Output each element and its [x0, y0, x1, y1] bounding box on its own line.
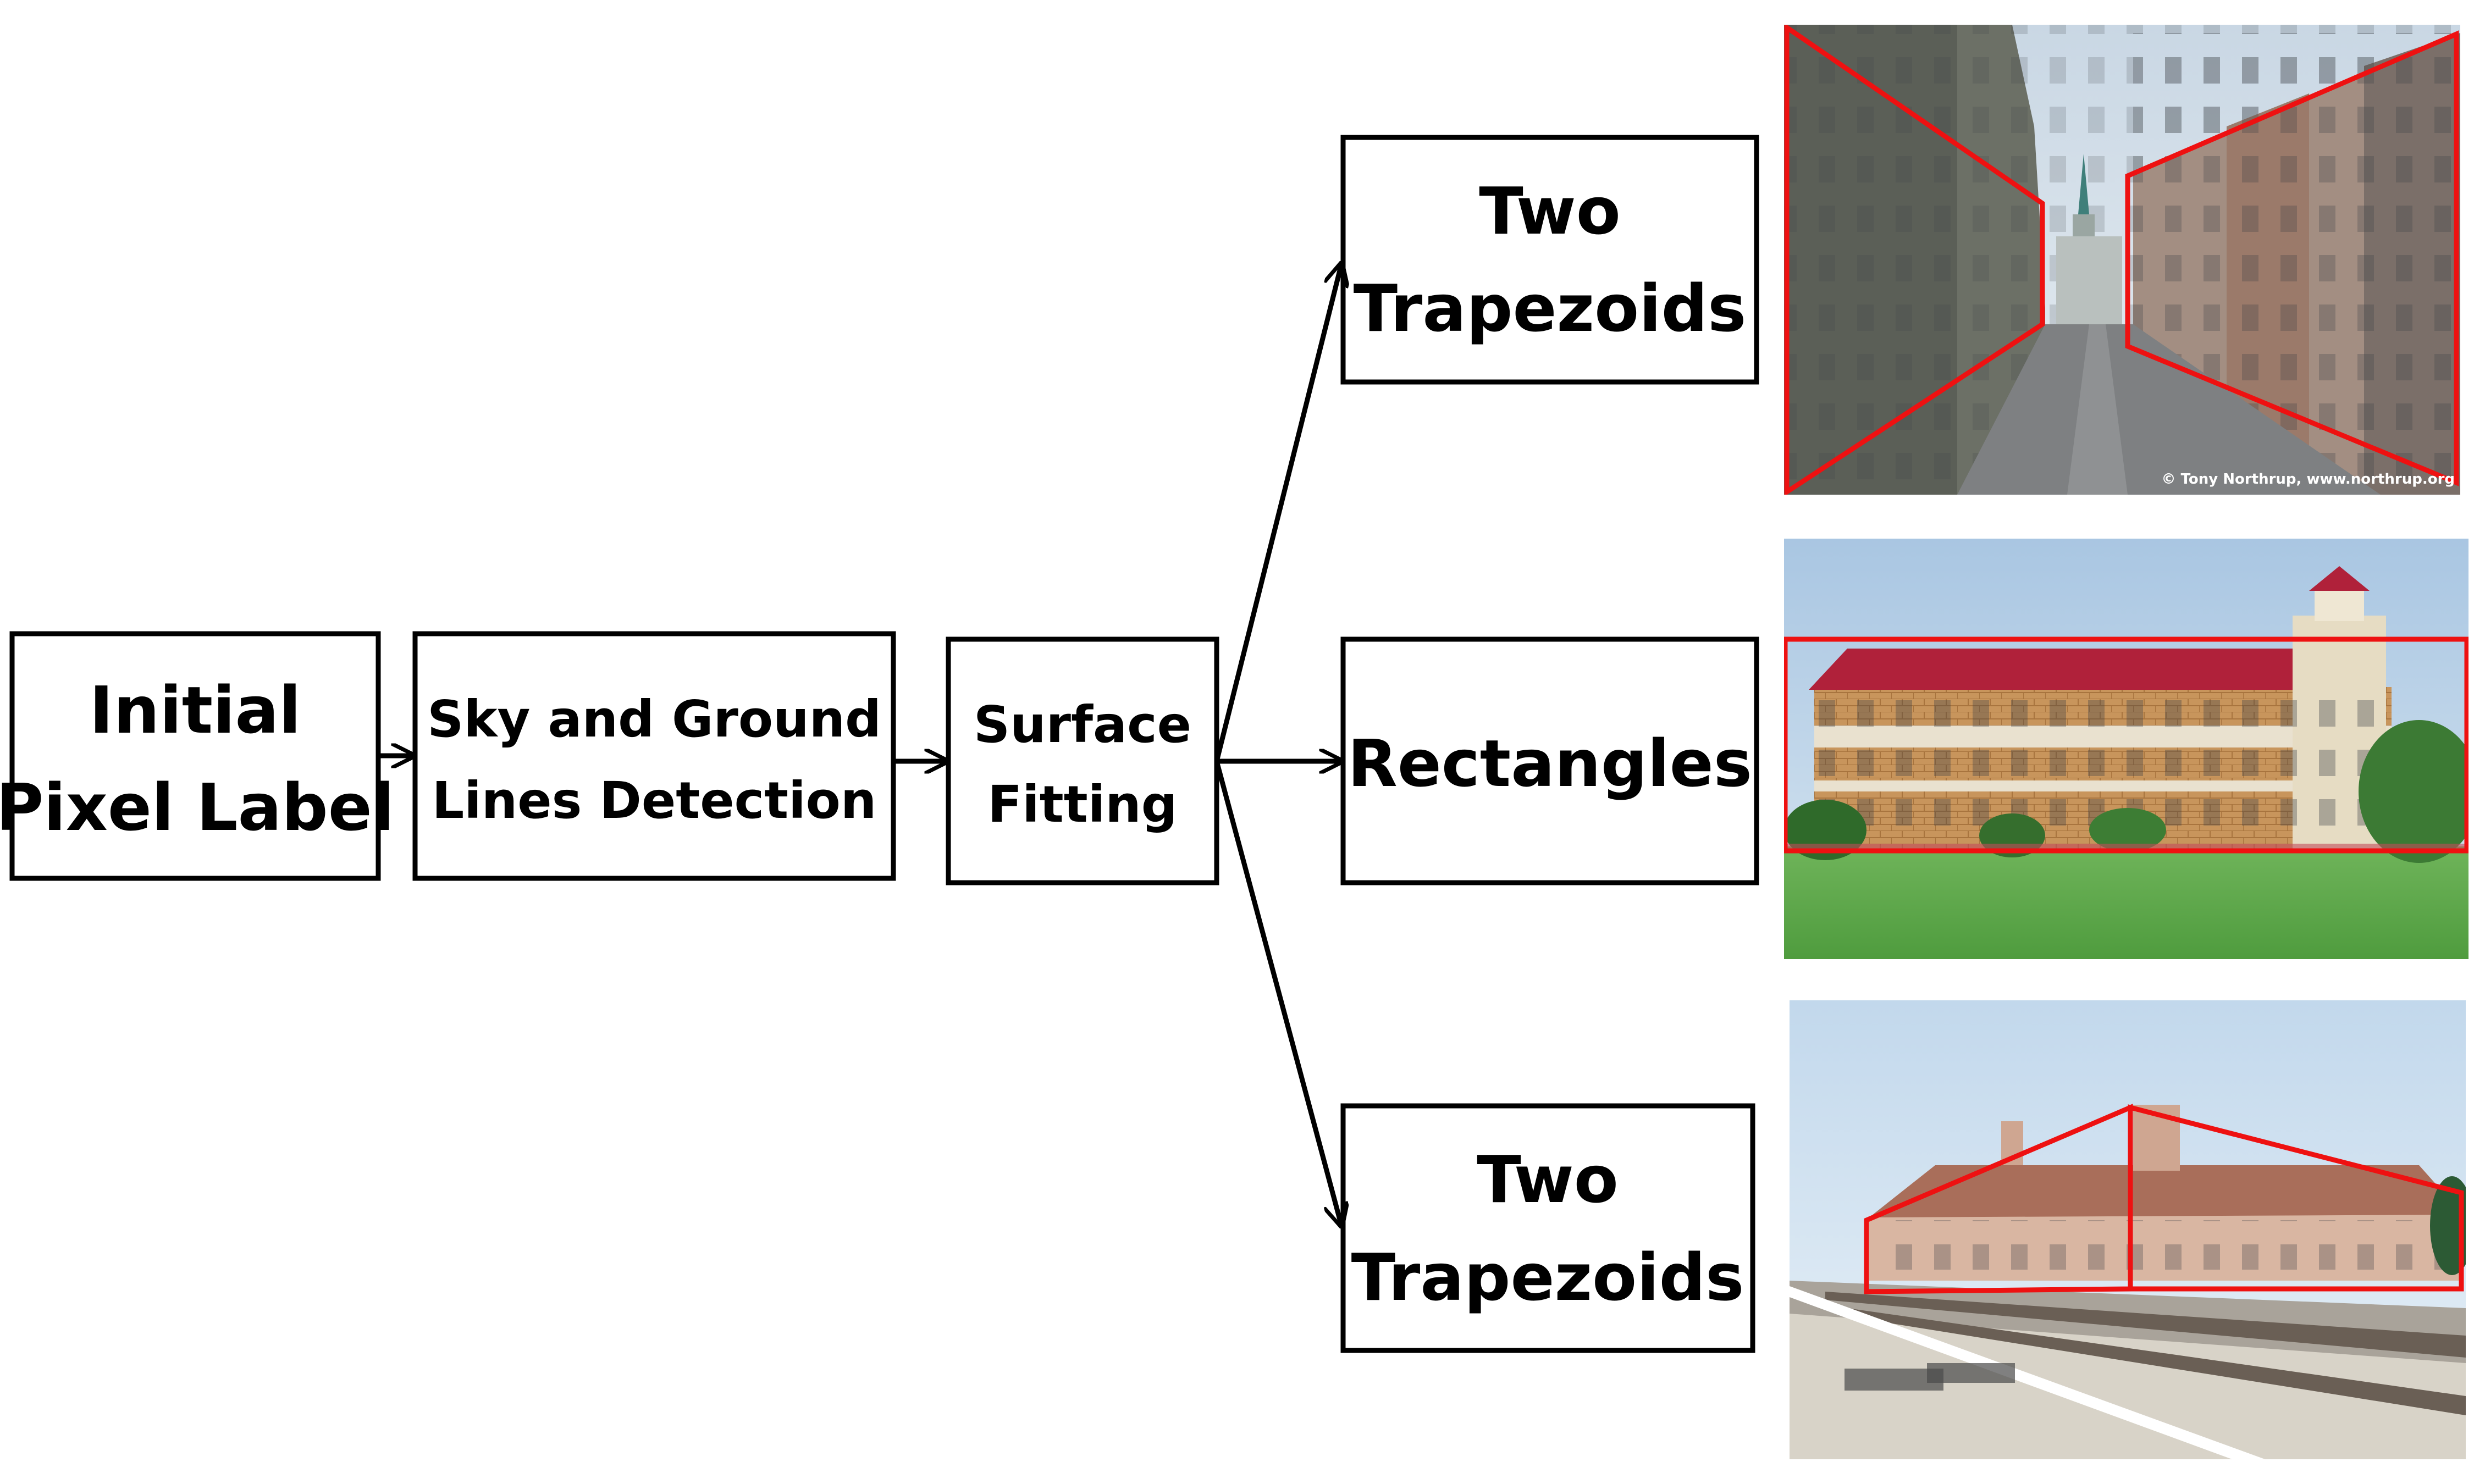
street-right-trapezoid [2125, 30, 2459, 486]
surface-line-2: Fitting [987, 775, 1177, 834]
building-photo [1784, 539, 2469, 959]
street-photo: © Tony Northrup, www.northrup.org [1784, 25, 2460, 495]
surface-fitting-box: Surface Fitting [946, 636, 1219, 885]
initial-pixel-label-box: Initial Pixel Label [0, 631, 394, 881]
rectangles-box-label: Rectangles [1348, 726, 1752, 801]
bottom-box-line-1: Two [1477, 1142, 1619, 1217]
initial-box-line-2: Pixel Label [0, 769, 394, 845]
photo-credit: © Tony Northrup, www.northrup.org [2162, 471, 2455, 488]
arrow-surface-to-top [1214, 264, 1341, 762]
sky-ground-detection-box: Sky and Ground Lines Detection [412, 631, 896, 881]
initial-box-line-1: Initial [89, 672, 301, 748]
sky-ground-line-1: Sky and Ground [427, 690, 881, 749]
two-trapezoids-bottom-box: Two Trapezoids [1340, 1103, 1755, 1353]
building-rectangle-outline [1784, 636, 2469, 854]
bottom-box-line-2: Trapezoids [1351, 1239, 1744, 1315]
top-box-line-1: Two [1479, 173, 1621, 249]
top-box-line-2: Trapezoids [1354, 270, 1747, 346]
rectangles-box: Rectangles [1340, 636, 1759, 885]
two-trapezoids-top-box: Two Trapezoids [1340, 135, 1759, 385]
station-right-trapezoid [2128, 1104, 2464, 1292]
street-left-trapezoid [1784, 25, 2045, 495]
surface-line-1: Surface [974, 695, 1191, 754]
station-photo [1790, 1000, 2466, 1459]
arrow-surface-to-bottom [1214, 760, 1341, 1226]
sky-ground-line-2: Lines Detection [432, 771, 877, 830]
